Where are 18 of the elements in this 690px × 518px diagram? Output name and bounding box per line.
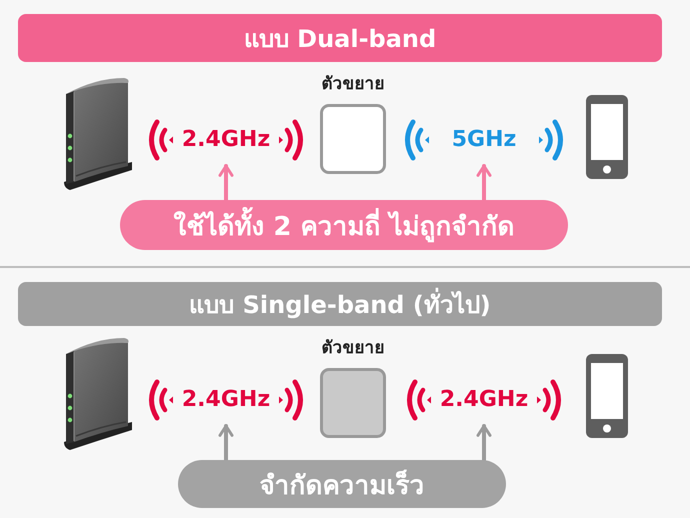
frequency-label: 2.4GHz [182,388,270,412]
callout-banner: ใช้ได้ทั้ง 2 ความถี่ ไม่ถูกจำกัด [120,200,568,250]
arrow [476,164,492,202]
section-header: แบบ Single-band (ทั่วไป) [18,282,662,326]
device-label: ตัวขยาย [320,337,386,360]
arrow [218,164,234,202]
frequency-label: 2.4GHz [182,128,270,152]
section-header: แบบ Dual-band [18,14,662,62]
router-icon [62,78,132,190]
frequency-label: 5GHz [452,128,516,152]
device-label: ตัวขยาย [320,73,386,96]
arrow [476,424,492,462]
arrow [218,424,234,462]
smartphone-icon [586,354,628,438]
router-icon [62,338,132,450]
smartphone-icon [586,95,628,179]
frequency-label: 2.4GHz [440,388,528,412]
callout-banner: จำกัดความเร็ว [178,460,506,508]
